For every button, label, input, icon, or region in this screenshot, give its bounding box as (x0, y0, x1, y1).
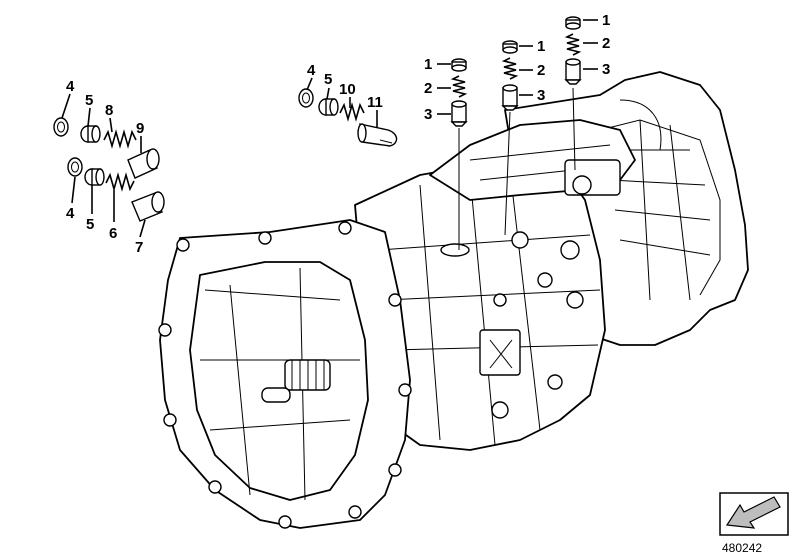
callout-1-stack1[interactable]: 1 (424, 56, 432, 73)
cap-stack1[interactable] (451, 58, 467, 72)
cap-stack3[interactable] (565, 16, 581, 30)
callout-11[interactable]: 11 (367, 94, 383, 111)
cap-stack2[interactable] (502, 40, 518, 54)
callout-2-stack1[interactable]: 2 (424, 80, 432, 97)
plug-lower[interactable] (84, 168, 105, 186)
callout-5-selector[interactable]: 5 (324, 71, 332, 88)
callout-1-stack2[interactable]: 1 (537, 38, 545, 55)
spring-stack1[interactable] (450, 75, 468, 98)
callout-5-lower[interactable]: 5 (86, 216, 94, 233)
callout-10[interactable]: 10 (339, 81, 356, 98)
callout-5-upper[interactable]: 5 (85, 92, 93, 109)
callout-4-selector[interactable]: 4 (307, 62, 316, 79)
diagram-id-label: 480242 (722, 541, 763, 555)
arrow-box-icon[interactable] (719, 492, 789, 536)
callout-4-lower[interactable]: 4 (66, 205, 75, 222)
spring-upper[interactable] (103, 129, 137, 149)
spring-selector[interactable] (339, 102, 365, 122)
circlip-lower[interactable] (67, 157, 83, 177)
callout-9[interactable]: 9 (136, 120, 144, 137)
plug-selector[interactable] (318, 98, 339, 116)
sleeve-lower[interactable] (131, 191, 165, 222)
callout-leaders (61, 19, 598, 238)
plunger-stack3[interactable] (564, 58, 582, 85)
sleeve-upper[interactable] (127, 148, 160, 179)
spring-stack3[interactable] (564, 33, 582, 56)
spring-lower[interactable] (105, 172, 135, 192)
callout-3-stack3[interactable]: 3 (602, 61, 610, 78)
callout-labels: 1 2 3 1 2 3 1 2 3 4 5 10 11 4 5 8 9 4 5 … (66, 12, 610, 256)
callout-6[interactable]: 6 (109, 225, 117, 242)
detent-plunger-stack-2 (501, 40, 519, 236)
circlip-selector[interactable] (298, 88, 314, 108)
detent-plunger-stack-3 (564, 16, 582, 171)
plunger-stack2[interactable] (501, 84, 519, 111)
callout-1-stack3[interactable]: 1 (602, 12, 610, 29)
callout-7[interactable]: 7 (135, 239, 143, 256)
transmission-housing (158, 71, 749, 529)
circlip-upper[interactable] (53, 117, 69, 137)
pin-selector[interactable] (357, 123, 398, 147)
callout-3-stack1[interactable]: 3 (424, 106, 432, 123)
selector-pin-group (298, 88, 398, 147)
callout-3-stack2[interactable]: 3 (537, 87, 545, 104)
callout-8[interactable]: 8 (105, 102, 113, 119)
spring-stack2[interactable] (501, 57, 519, 80)
plunger-stack1[interactable] (450, 100, 468, 127)
detent-plunger-stack-1 (450, 58, 468, 250)
callout-2-stack2[interactable]: 2 (537, 62, 545, 79)
callout-2-stack3[interactable]: 2 (602, 35, 610, 52)
detent-assembly-left-group (53, 117, 165, 222)
plug-upper[interactable] (80, 125, 101, 143)
callout-4-upper[interactable]: 4 (66, 78, 75, 95)
